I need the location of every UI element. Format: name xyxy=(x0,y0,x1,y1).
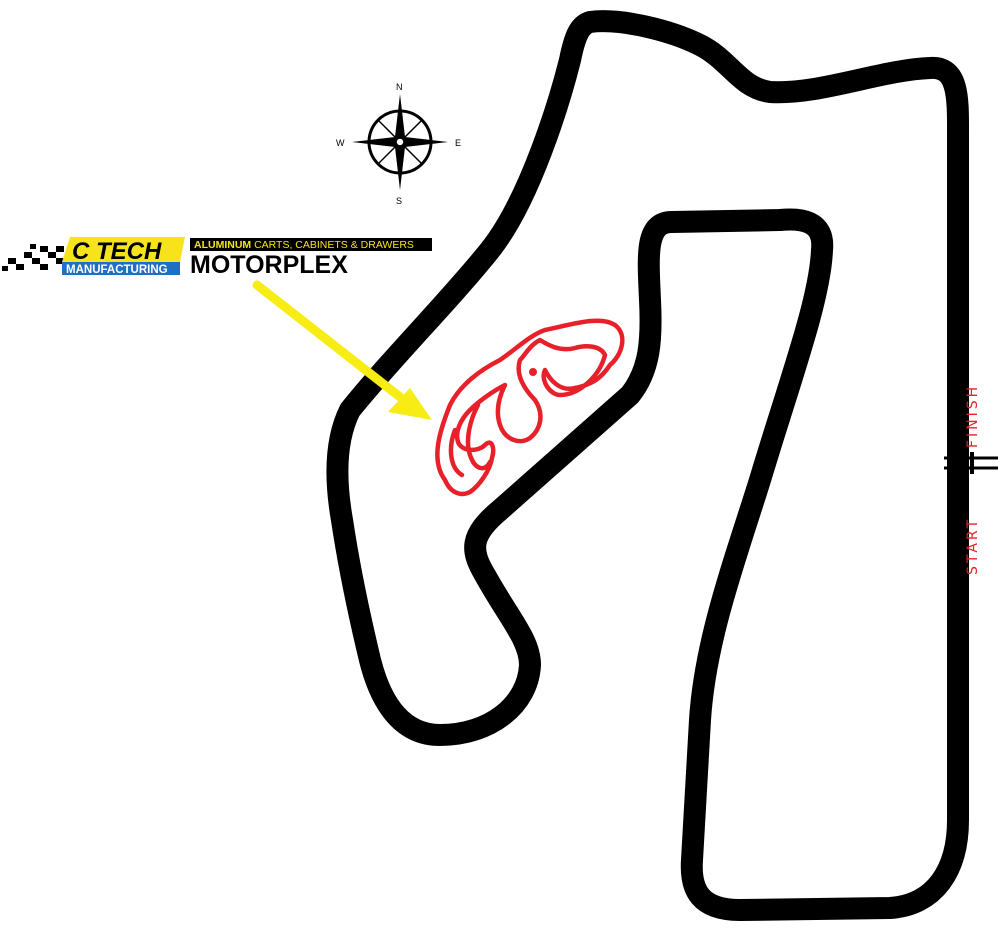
compass-west-label: W xyxy=(336,138,345,148)
compass-rose: N S E W xyxy=(336,82,461,206)
logo-venue: MOTORPLEX xyxy=(190,251,348,279)
compass-east-label: E xyxy=(455,138,461,148)
logo-brand: C TECH xyxy=(72,238,162,265)
checkered-flag-icon xyxy=(2,244,64,271)
logo-yellow-swoosh xyxy=(62,237,185,262)
ctech-motorplex-logo: C TECH MANUFACTURING ALUMINUM CARTS, CAB… xyxy=(2,237,432,279)
compass-south-point xyxy=(395,142,405,190)
kart-track xyxy=(435,318,625,497)
compass-west-point xyxy=(352,137,400,147)
logo-tagline: ALUMINUM CARTS, CABINETS & DRAWERS xyxy=(194,239,414,251)
logo-brand-sub: MANUFACTURING xyxy=(66,264,168,276)
compass-north-point xyxy=(395,94,405,142)
kart-track-marker xyxy=(529,368,537,376)
logo-tagline-rest: CARTS, CABINETS & DRAWERS xyxy=(251,239,414,251)
finish-label: FINISH xyxy=(965,384,981,448)
compass-north-label: N xyxy=(396,82,403,92)
arrow-shaft xyxy=(252,280,405,402)
arrow-head xyxy=(388,388,432,420)
compass-center xyxy=(395,137,405,147)
logo-brand-sub-bg xyxy=(62,262,180,275)
compass-east-point xyxy=(400,137,448,147)
main-track xyxy=(326,10,970,921)
start-label: START xyxy=(965,517,981,575)
compass-south-label: S xyxy=(396,196,402,206)
logo-tagline-bold: ALUMINUM xyxy=(194,239,251,251)
logo-tagline-bg xyxy=(190,238,432,251)
